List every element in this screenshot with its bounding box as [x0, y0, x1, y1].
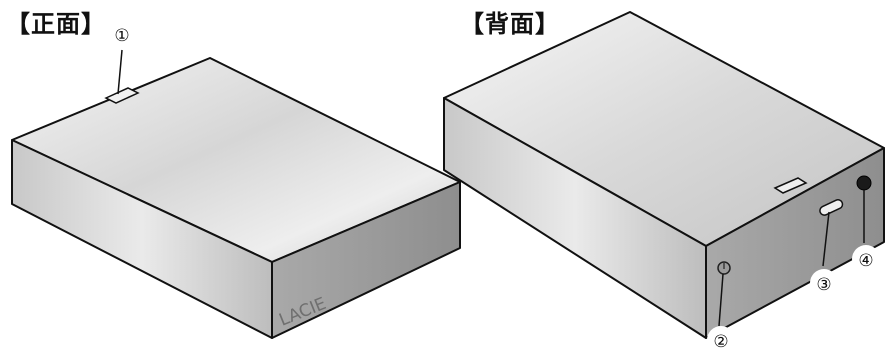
- callout-3: ③: [810, 211, 838, 297]
- front-drive: LACIE: [11, 57, 461, 339]
- callout-1-number: ①: [114, 26, 129, 46]
- callout-3-number: ③: [816, 275, 831, 295]
- front-view-label: 【正面】: [6, 10, 106, 38]
- callout-4: ④: [852, 190, 880, 273]
- back-view-label: 【背面】: [460, 10, 560, 38]
- front-drive-right-face: [271, 181, 461, 339]
- back-drive-rear-face: [705, 147, 885, 339]
- power-jack: [856, 175, 872, 191]
- callout-4-number: ④: [858, 251, 873, 271]
- callout-2: ②: [707, 273, 735, 353]
- usb-c-port: [819, 199, 844, 216]
- callout-1: ①: [108, 20, 136, 95]
- status-light: [104, 87, 140, 104]
- top-slot: [773, 177, 808, 194]
- back-drive: [443, 11, 885, 339]
- callout-2-number: ②: [713, 332, 728, 349]
